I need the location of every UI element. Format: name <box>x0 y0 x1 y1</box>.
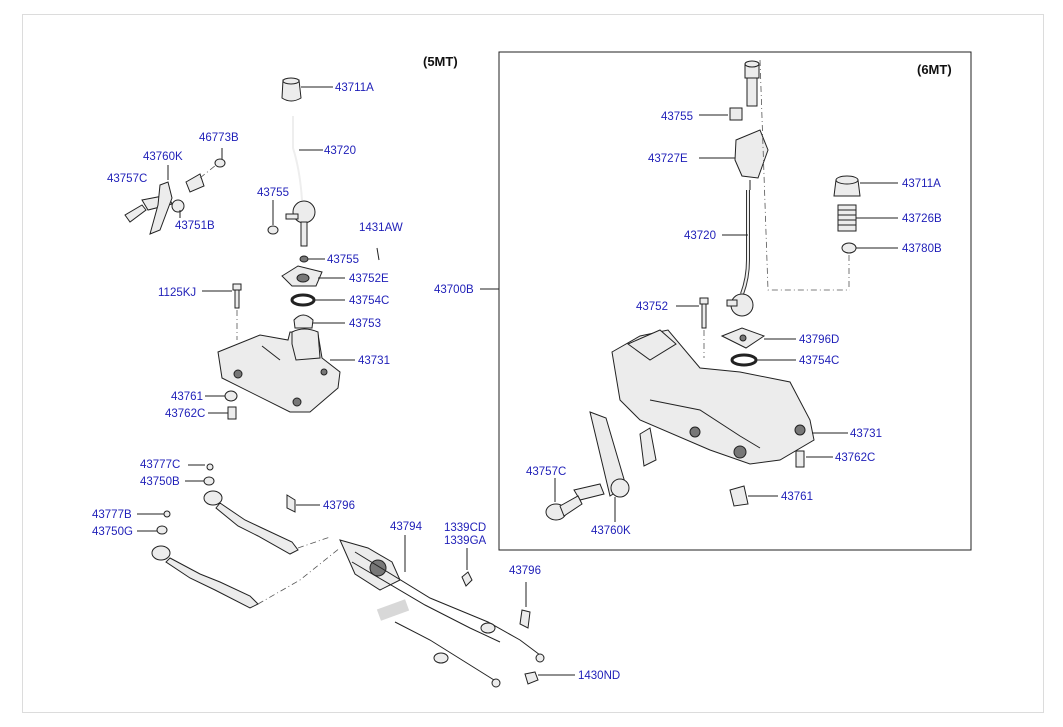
label-43754c-5mt: 43754C <box>349 295 389 307</box>
ring-5mt <box>290 293 345 307</box>
bushing-43761-5mt <box>205 390 238 402</box>
select-lever-6mt <box>545 411 657 522</box>
bolt-43752 <box>676 297 709 358</box>
label-43711a-5mt: 43711A <box>335 82 374 94</box>
label-46773b: 46773B <box>199 132 239 144</box>
label-43751b: 43751B <box>175 220 215 232</box>
label-43777c: 43777C <box>140 459 180 471</box>
pin-1431aw <box>376 247 380 261</box>
plate-43796d <box>720 327 796 367</box>
diagram-sheet <box>22 14 1044 713</box>
clip-43796-a <box>286 494 320 513</box>
shift-housing-5mt <box>217 328 355 413</box>
shift-upper-6mt <box>699 59 850 317</box>
cables-5mt <box>137 463 341 609</box>
shift-knob-5mt <box>281 77 333 102</box>
label-1339cd: 1339CD <box>444 522 486 534</box>
bushing-5mt-a <box>267 200 279 235</box>
label-43777b: 43777B <box>92 509 132 521</box>
six-mt-frame <box>498 51 972 551</box>
seat-43753 <box>293 314 345 329</box>
label-43711a-6mt: 43711A <box>902 178 941 190</box>
label-43760k-5mt: 43760K <box>143 151 183 163</box>
label-43796d: 43796D <box>799 334 839 346</box>
grommet-1339 <box>461 548 473 587</box>
select-lever-5mt <box>124 148 226 235</box>
label-43757c-5mt: 43757C <box>107 173 147 185</box>
label-43727e: 43727E <box>648 153 688 165</box>
label-1430nd: 1430ND <box>578 670 620 682</box>
callout-labels: 43711A 43720 46773B 43760K 43757C 43751B… <box>92 82 942 682</box>
label-43750g: 43750G <box>92 526 133 538</box>
label-43753: 43753 <box>349 318 381 330</box>
label-1339ga: 1339GA <box>444 535 487 547</box>
label-43731-5mt: 43731 <box>358 355 390 367</box>
collar-43762c-6mt <box>795 450 833 468</box>
header-5mt: (5MT) <box>423 54 458 69</box>
label-43755-5mt-a: 43755 <box>257 187 289 199</box>
label-43700b: 43700B <box>434 284 474 296</box>
label-43761-5mt: 43761 <box>171 391 203 403</box>
label-43755-6mt: 43755 <box>661 111 693 123</box>
label-43755-5mt-b: 43755 <box>327 254 359 266</box>
label-43731-6mt: 43731 <box>850 428 882 440</box>
shift-lever-5mt <box>285 116 323 247</box>
label-43762c-5mt: 43762C <box>165 408 205 420</box>
label-43762c-6mt: 43762C <box>835 452 875 464</box>
header-6mt: (6MT) <box>917 62 952 77</box>
label-1431aw: 1431AW <box>359 222 403 234</box>
label-43752e: 43752E <box>349 273 389 285</box>
bolt-1125kj <box>202 283 242 340</box>
clip-43796-b <box>519 582 531 629</box>
label-1125kj: 1125KJ <box>158 287 196 299</box>
collar-43762c-5mt <box>208 406 237 420</box>
label-43794: 43794 <box>390 521 423 533</box>
label-43720-5mt: 43720 <box>324 145 356 157</box>
label-43760k-6mt: 43760K <box>591 525 631 537</box>
label-43720-6mt: 43720 <box>684 230 716 242</box>
knob-6mt <box>833 175 898 290</box>
bushing-5mt-b <box>299 255 325 263</box>
label-43726b: 43726B <box>902 213 942 225</box>
label-43780b: 43780B <box>902 243 942 255</box>
label-43796-a: 43796 <box>323 500 355 512</box>
cable-bracket-43794 <box>339 535 545 688</box>
label-43796-b: 43796 <box>509 565 541 577</box>
clip-1430nd <box>524 671 575 685</box>
bushing-43761-6mt <box>729 485 778 507</box>
label-43750b: 43750B <box>140 476 180 488</box>
label-43752: 43752 <box>636 301 668 313</box>
label-43761-6mt: 43761 <box>781 491 813 503</box>
lever-bracket-43752e <box>281 265 345 287</box>
label-43757c-6mt: 43757C <box>526 466 566 478</box>
label-43754c-6mt: 43754C <box>799 355 839 367</box>
shift-housing-6mt <box>611 329 848 465</box>
